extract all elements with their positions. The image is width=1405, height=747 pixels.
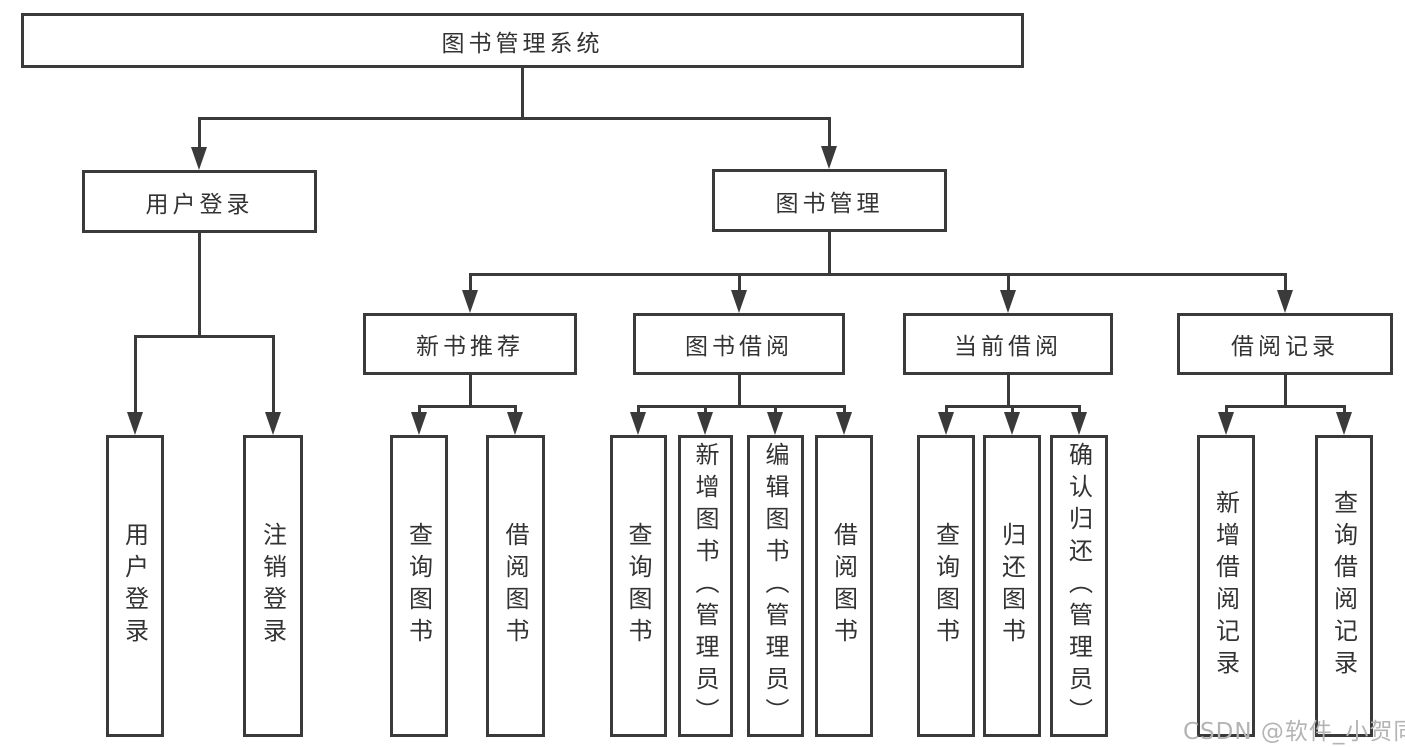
connector-stem-cb-return	[1011, 405, 1014, 416]
node-borrowing-records: 借阅记录	[1177, 313, 1393, 375]
arrow-to-book-borrow	[731, 290, 747, 313]
arrow-to-bb-borrow	[836, 412, 852, 435]
connector-stem-nb-borrow	[514, 405, 517, 416]
connector-mgmt-split-line	[469, 273, 1287, 276]
node-label: 图书管理系统	[441, 30, 604, 57]
arrow-to-borrow-records	[1277, 290, 1293, 313]
leaf-label: 编辑图书（管理员）	[761, 442, 789, 730]
arrow-to-bb-add	[697, 412, 713, 435]
leaf-cb-confirm-return-admin: 确认归还（管理员）	[1050, 435, 1108, 737]
leaf-nb-borrow-books: 借阅图书	[486, 435, 545, 737]
leaf-label: 确认归还（管理员）	[1064, 442, 1093, 730]
node-label: 用户登录	[145, 191, 254, 218]
connector-stem-br-query	[1343, 405, 1346, 416]
connector-newbooks-drop-line	[469, 375, 472, 405]
arrow-to-br-query	[1336, 412, 1352, 435]
leaf-br-add-record: 新增借阅记录	[1197, 435, 1255, 737]
node-new-book-recommend: 新书推荐	[363, 313, 577, 375]
arrow-to-br-add	[1218, 412, 1234, 435]
connector-stem-bb-borrow	[843, 405, 846, 416]
arrow-to-mgmt-group	[821, 146, 837, 169]
leaf-br-query-record: 查询借阅记录	[1315, 435, 1373, 737]
connector-login-split-line	[134, 335, 275, 338]
leaf-label: 查询借阅记录	[1329, 490, 1358, 682]
leaf-bb-add-books-admin: 新增图书（管理员）	[678, 435, 733, 737]
connector-stem-current-borrow	[1007, 273, 1010, 294]
connector-stem-bb-edit	[774, 405, 777, 416]
arrow-to-logout	[265, 412, 281, 435]
leaf-label: 注销登录	[258, 522, 287, 650]
connector-stem-logout	[272, 335, 275, 416]
arrow-to-cb-confirm	[1071, 412, 1087, 435]
connector-root-drop-line	[521, 68, 524, 118]
connector-stem-bb-query	[637, 405, 640, 416]
arrow-to-cb-query	[938, 412, 954, 435]
leaf-label: 借阅图书	[829, 522, 858, 650]
connector-stem-borrow-records	[1284, 273, 1287, 294]
node-book-borrowing: 图书借阅	[633, 313, 845, 375]
connector-currentborrow-drop-line	[1007, 375, 1010, 405]
arrow-to-login-group	[191, 147, 207, 170]
connector-stem-book-borrow	[738, 273, 741, 294]
leaf-label: 查询图书	[931, 522, 960, 650]
arrow-to-user-login	[127, 412, 143, 435]
connector-records-drop-line	[1284, 375, 1287, 405]
leaf-label: 查询图书	[624, 522, 652, 650]
connector-mgmt-drop-line	[828, 232, 831, 273]
connector-stem-new-books	[469, 273, 472, 294]
connector-bookborrow-split-line	[637, 405, 846, 408]
connector-stem-bb-add	[704, 405, 707, 416]
leaf-logout-login: 注销登录	[243, 435, 303, 737]
leaf-cb-return-books: 归还图书	[983, 435, 1041, 737]
arrow-to-bb-edit	[767, 412, 783, 435]
node-label: 当前借阅	[954, 334, 1062, 360]
connector-stem-br-add	[1225, 405, 1228, 416]
csdn-watermark: CSDN @软件_小贺同学	[1183, 719, 1405, 745]
connector-login-drop-line	[198, 233, 201, 335]
arrow-to-nb-borrow	[507, 412, 523, 435]
connector-root-split-line	[198, 117, 831, 120]
node-book-management-group: 图书管理	[712, 169, 947, 232]
leaf-label: 借阅图书	[501, 522, 529, 650]
arrow-to-cb-return	[1004, 412, 1020, 435]
node-current-borrowing: 当前借阅	[903, 313, 1113, 375]
arrow-to-current-borrow	[1000, 290, 1016, 313]
connector-stem-nb-query	[418, 405, 421, 416]
node-user-login-group: 用户登录	[82, 170, 317, 233]
arrow-to-bb-query	[630, 412, 646, 435]
connector-stem-mgmt-group	[828, 117, 831, 149]
node-library-management-system: 图书管理系统	[21, 13, 1024, 68]
node-label: 新书推荐	[416, 334, 524, 360]
connector-newbooks-split-line	[418, 405, 517, 408]
arrow-to-new-books	[462, 290, 478, 313]
connector-stem-login-group	[198, 117, 201, 150]
leaf-label: 用户登录	[120, 522, 149, 650]
leaf-user-login: 用户登录	[106, 435, 164, 737]
connector-stem-cb-query	[945, 405, 948, 416]
connector-stem-user-login	[134, 335, 137, 416]
leaf-bb-query-books: 查询图书	[610, 435, 667, 737]
node-label: 借阅记录	[1231, 334, 1339, 360]
node-label: 图书借阅	[685, 334, 793, 360]
node-label: 图书管理	[775, 190, 884, 217]
connector-bookborrow-drop-line	[738, 375, 741, 405]
arrow-to-nb-query	[411, 412, 427, 435]
leaf-bb-edit-books-admin: 编辑图书（管理员）	[747, 435, 804, 737]
leaf-label: 新增借阅记录	[1211, 490, 1240, 682]
leaf-nb-query-books: 查询图书	[390, 435, 448, 737]
leaf-label: 归还图书	[997, 522, 1026, 650]
connector-records-split-line	[1225, 405, 1346, 408]
leaf-cb-query-books: 查询图书	[917, 435, 975, 737]
leaf-label: 新增图书（管理员）	[691, 442, 719, 730]
leaf-bb-borrow-books: 借阅图书	[815, 435, 873, 737]
connector-stem-cb-confirm	[1078, 405, 1081, 416]
leaf-label: 查询图书	[404, 522, 433, 650]
